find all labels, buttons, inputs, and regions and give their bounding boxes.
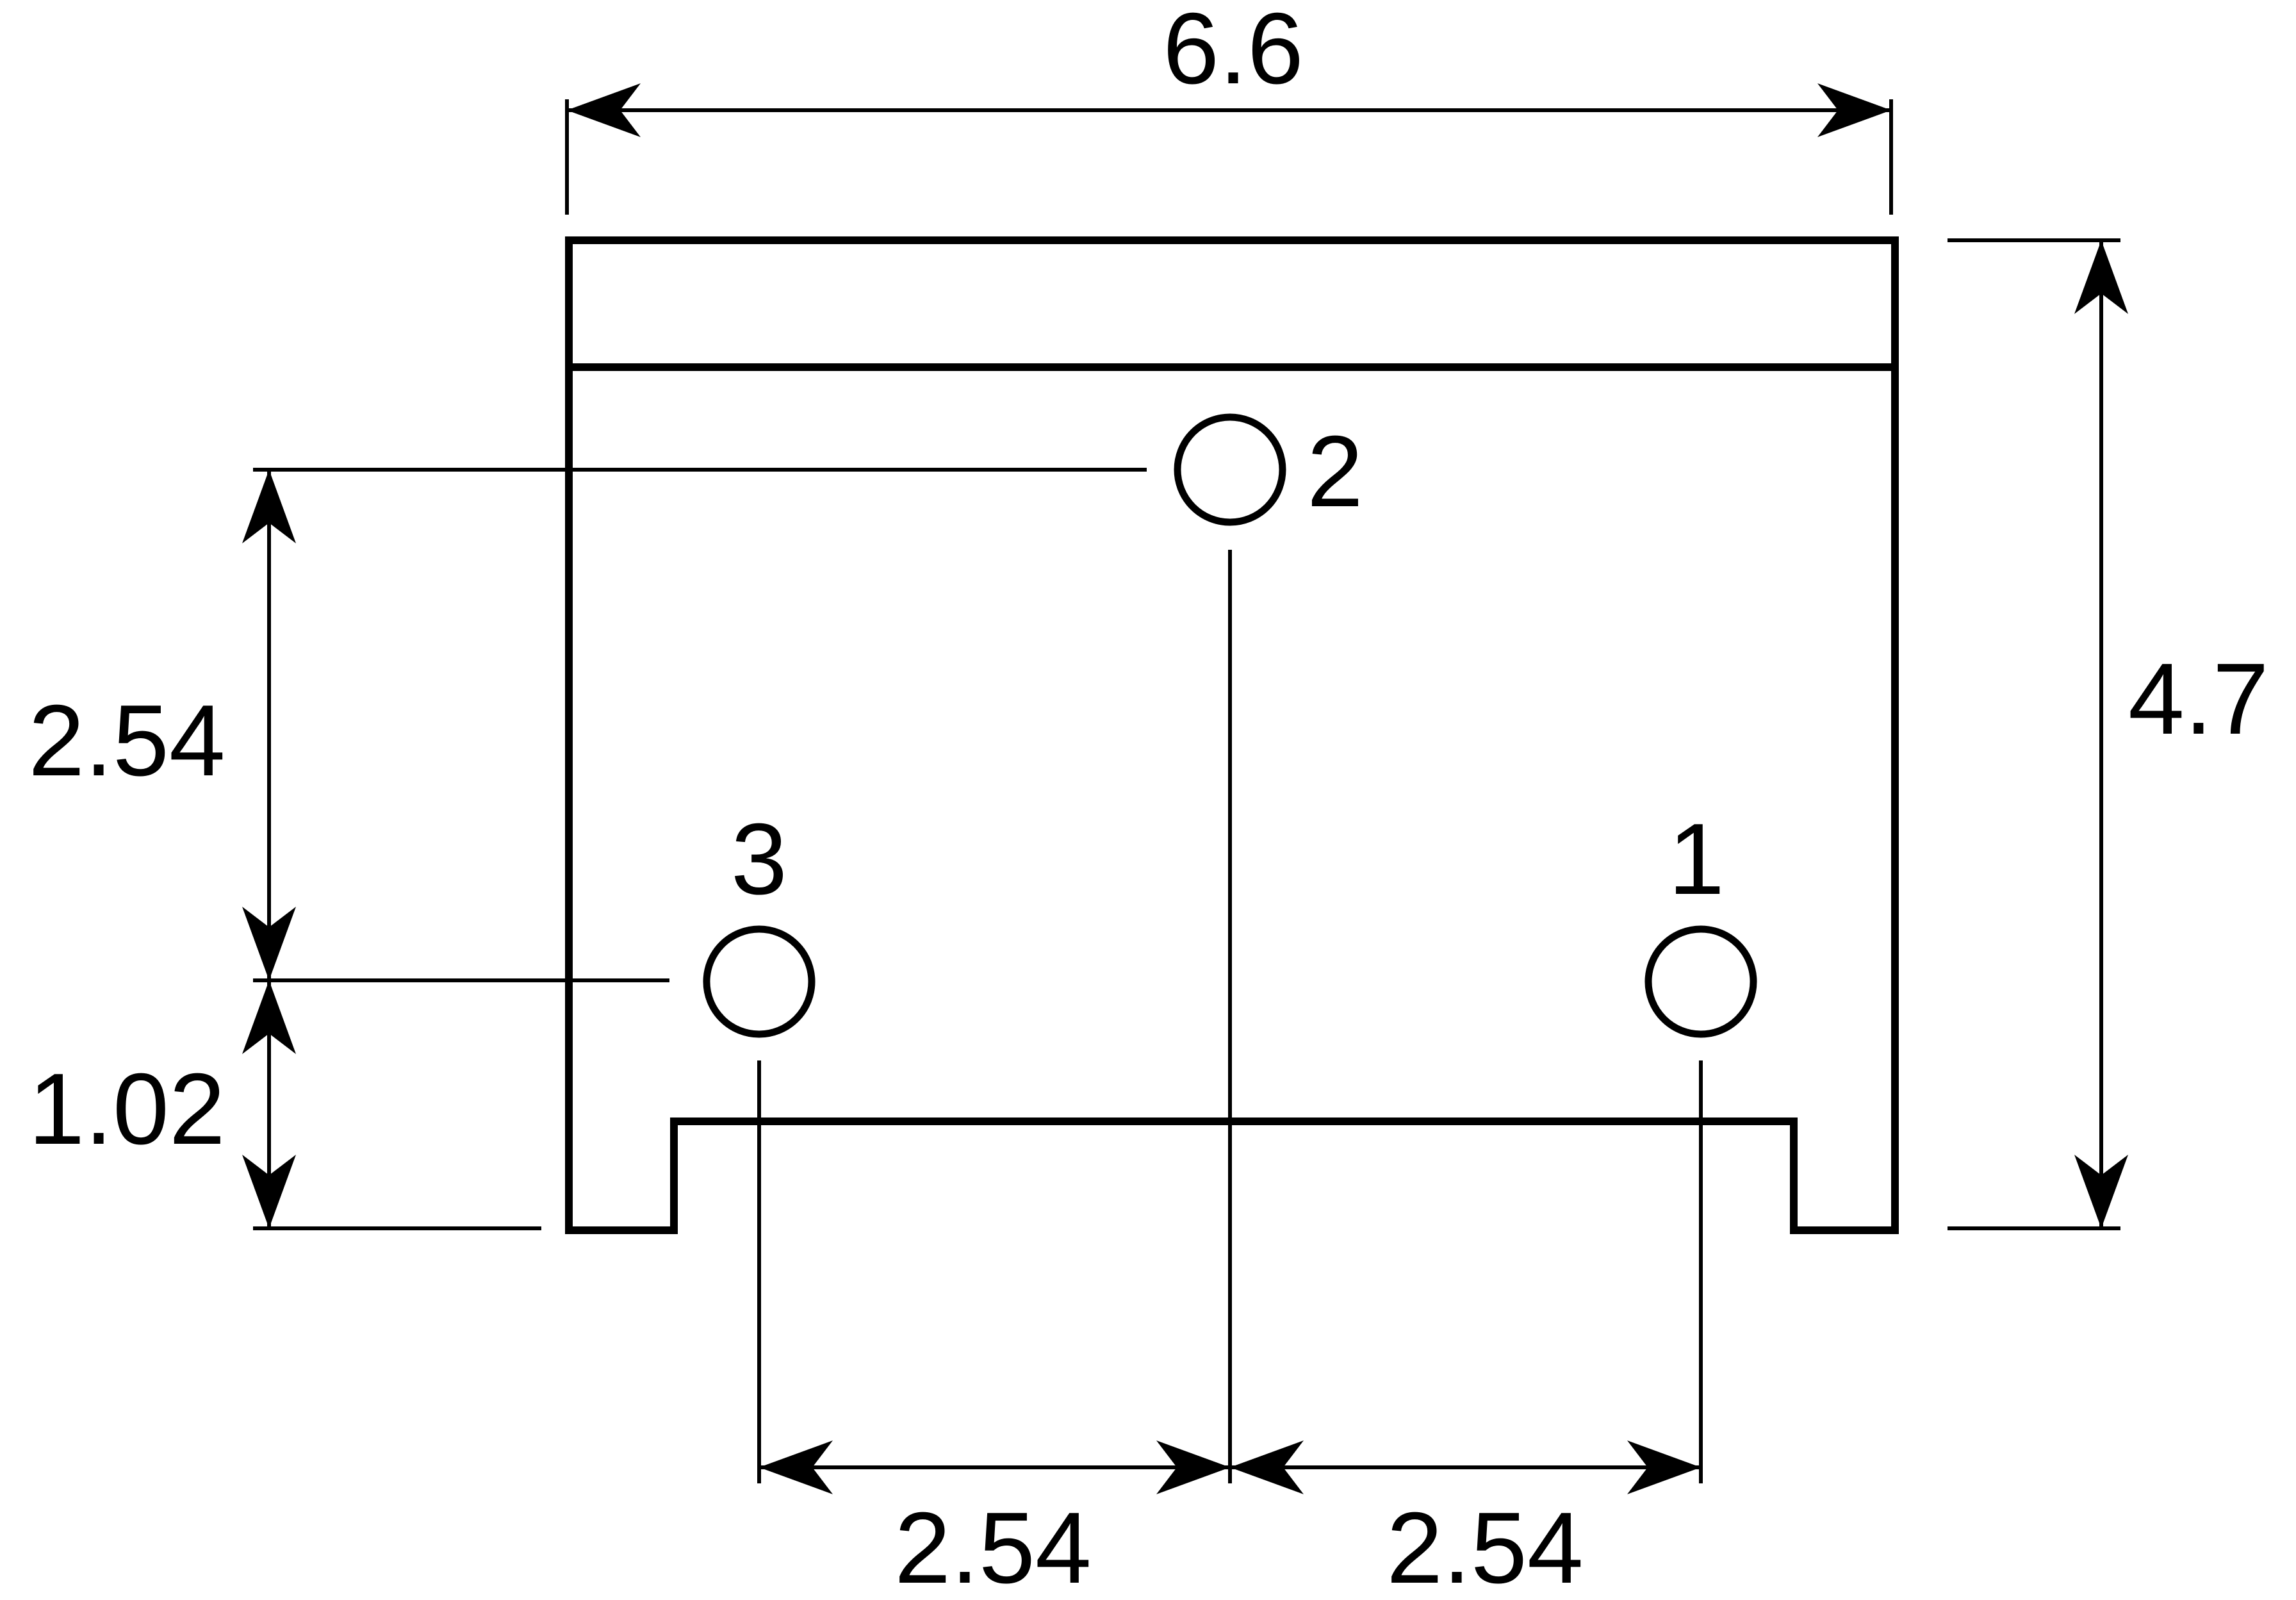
overall-height-label: 4.7 (2128, 643, 2269, 755)
package-body-outline (565, 236, 1899, 1234)
spacing-arrow-top (242, 470, 296, 543)
right-spacing-arrow-left (1230, 1440, 1304, 1494)
left-spacing-arrow-left (759, 1440, 833, 1494)
pin-spacing-left-label: 2.54 (894, 1492, 1092, 1600)
height-arrow-bottom (2074, 1155, 2128, 1228)
base-arrow-top (242, 980, 296, 1054)
spacing-arrow-bottom (242, 907, 296, 980)
pin-3-hole (703, 925, 816, 1038)
pin-spacing-right-label: 2.54 (1386, 1492, 1584, 1600)
right-spacing-arrow-right (1627, 1440, 1701, 1494)
width-arrow-right (1817, 83, 1891, 137)
pin-1-label: 1 (1668, 803, 1725, 916)
left-spacing-arrow-right (1156, 1440, 1230, 1494)
width-arrow-left (567, 83, 641, 137)
pin-vertical-spacing-label: 2.54 (28, 684, 226, 797)
pin-2-hole (1174, 413, 1286, 526)
pin-3-label: 3 (731, 803, 787, 916)
pin-1-hole (1644, 925, 1757, 1038)
overall-width-label: 6.6 (1163, 0, 1304, 105)
pin-row-to-base-label: 1.02 (28, 1053, 226, 1166)
height-arrow-top (2074, 240, 2128, 314)
base-arrow-bottom (242, 1155, 296, 1228)
pin-2-label: 2 (1307, 415, 1363, 528)
